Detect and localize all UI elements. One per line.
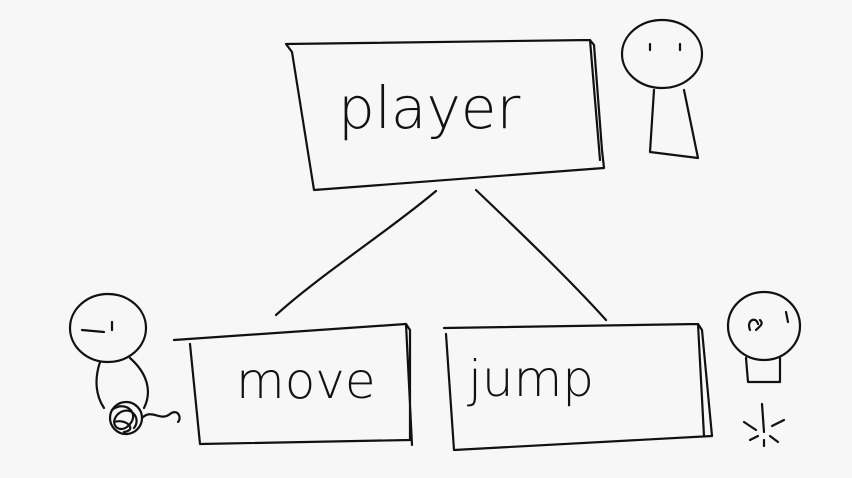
- node-jump-box: [442, 322, 714, 452]
- node-player-label: player: [338, 74, 520, 142]
- connector-player-jump: [474, 188, 608, 322]
- node-jump-label: jump: [467, 350, 594, 408]
- node-jump: jump: [442, 322, 714, 452]
- lightbulb-icon: [726, 290, 802, 448]
- node-player-box: [284, 38, 606, 192]
- stick-figure-yarn-icon: [68, 292, 181, 436]
- node-move: move: [172, 322, 414, 447]
- stick-figure-player-icon: [620, 18, 704, 160]
- yarn-ball-icon: [108, 400, 181, 436]
- node-move-label: move: [236, 352, 376, 410]
- node-move-box: [172, 322, 414, 447]
- connector-player-move: [274, 189, 438, 317]
- node-player: player: [284, 38, 606, 192]
